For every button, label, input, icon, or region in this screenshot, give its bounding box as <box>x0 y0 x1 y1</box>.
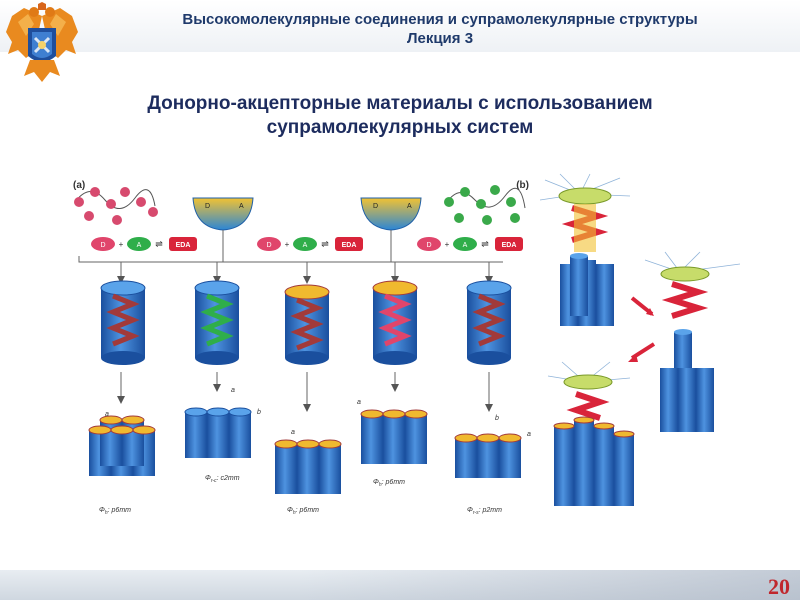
lecture-header: Высокомолекулярные соединения и супрамол… <box>80 10 800 48</box>
lattice-hexagonal-1: a <box>88 411 156 476</box>
column-2 <box>194 280 240 365</box>
bundle-top <box>540 173 631 326</box>
svg-text:⇌: ⇌ <box>155 239 163 249</box>
eagle-emblem-icon <box>6 2 78 82</box>
svg-text:D: D <box>100 242 105 249</box>
svg-text:D: D <box>426 242 431 249</box>
lattice-hexagonal-3: a <box>357 399 428 464</box>
mix-set-2: D + A ⇌ EDA <box>257 237 363 251</box>
lecture-number: Лекция 3 <box>406 30 474 47</box>
mix-set-3: D + A ⇌ EDA <box>417 237 523 251</box>
lattice-arrows <box>117 372 493 412</box>
column-5 <box>466 280 512 365</box>
self-assembly-diagram: (a) (b) D A <box>73 180 531 516</box>
figure-panel-b <box>540 173 741 506</box>
page-number: 20 <box>768 574 790 599</box>
dendron-wedge-2: D A <box>360 197 422 231</box>
svg-text:a: a <box>231 387 235 394</box>
slide-title: Донорно-акцепторные материалы с использо… <box>60 92 740 140</box>
svg-text:⇌: ⇌ <box>321 239 329 249</box>
acceptor-polymer-coil-right <box>444 185 526 225</box>
svg-text:D: D <box>266 242 271 249</box>
phase-caption-4: Φh: p6mm <box>373 479 405 488</box>
panel-b-label: (b) <box>516 180 529 191</box>
svg-text:A: A <box>137 242 142 249</box>
connector-lines <box>78 230 503 284</box>
phase-caption-3: Φh: p6mm <box>287 507 319 516</box>
slide-title-line-1: Донорно-акцепторные материалы с использо… <box>147 93 653 114</box>
svg-text:a: a <box>291 429 295 436</box>
bundle-bottom <box>547 361 635 506</box>
phase-caption-5: Φr-s: p2mm <box>467 507 502 516</box>
panel-a-label: (a) <box>73 180 85 191</box>
column-4 <box>372 280 418 365</box>
wedge-2-left-label: D <box>373 203 378 210</box>
phase-caption-1: Φh: p6mm <box>99 507 131 516</box>
lattice-rectangular-centered: a b <box>184 387 261 458</box>
svg-text:a: a <box>105 411 109 418</box>
svg-text:a: a <box>357 399 361 406</box>
svg-text:a: a <box>527 431 531 438</box>
wedge-1-right-label: A <box>239 203 244 210</box>
course-title: Высокомолекулярные соединения и супрамол… <box>182 11 698 28</box>
donor-polymer-coil-left <box>74 187 158 225</box>
svg-text:b: b <box>257 409 261 416</box>
slide-title-line-2: супрамолекулярных систем <box>266 117 534 138</box>
header-band <box>0 0 800 52</box>
wedge-1-left-label: D <box>205 203 210 210</box>
svg-text:+: + <box>285 240 290 249</box>
phase-caption-2: Φr-c: c2mm <box>205 475 240 484</box>
svg-text:b: b <box>495 415 499 422</box>
lattice-rectangular-simple: b a <box>454 415 531 478</box>
footer-shade <box>300 570 800 600</box>
svg-text:⇌: ⇌ <box>481 239 489 249</box>
svg-text:EDA: EDA <box>176 242 191 249</box>
svg-text:A: A <box>463 242 468 249</box>
svg-text:EDA: EDA <box>502 242 517 249</box>
bundle-right <box>644 251 741 432</box>
svg-text:EDA: EDA <box>342 242 357 249</box>
svg-text:+: + <box>119 240 124 249</box>
figure-panel-a: (a) (b) D A <box>55 172 535 520</box>
svg-text:A: A <box>303 242 308 249</box>
column-1 <box>100 280 146 365</box>
wedge-2-right-label: A <box>407 203 412 210</box>
mix-set-1: D + A ⇌ EDA <box>91 237 197 251</box>
dendron-wedge-1: D A <box>192 197 254 231</box>
svg-text:+: + <box>445 240 450 249</box>
column-3 <box>284 284 330 365</box>
lattice-hexagonal-2: a <box>274 429 342 494</box>
